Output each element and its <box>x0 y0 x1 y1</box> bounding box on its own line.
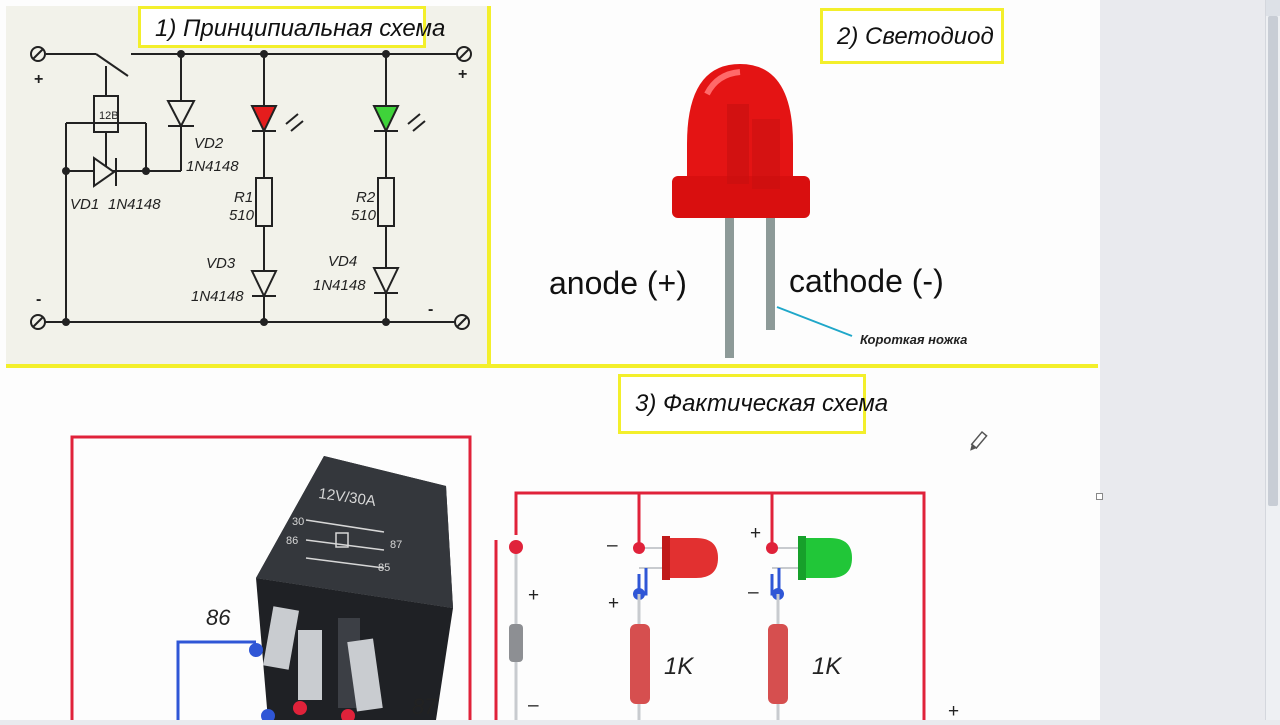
schematic-title: 1) Принципиальная схема <box>138 6 445 48</box>
led-illustration: anode (+) cathode (-) Короткая ножка <box>549 64 967 358</box>
relay-body: 12V/30A 30 86 87 85 <box>256 456 453 720</box>
vd3-type-label: 1N4148 <box>191 288 244 305</box>
resize-handle[interactable] <box>1096 493 1103 500</box>
r2-label: R2 <box>356 189 376 206</box>
wiring-diagram: 12V/30A 30 86 87 85 <box>70 430 988 723</box>
r2-value-label: 510 <box>351 207 377 224</box>
vd4-label: VD4 <box>328 253 357 270</box>
plus-label-c: + <box>750 523 761 544</box>
led-title: 2) Светодиод <box>820 8 1004 64</box>
horizontal-divider <box>6 364 1098 368</box>
led-anode-leg <box>725 214 734 358</box>
vd4-type-label: 1N4148 <box>313 277 366 294</box>
anode-label: anode (+) <box>549 265 687 301</box>
green-led-symbol <box>372 105 400 134</box>
plus-label-d: + <box>948 701 959 720</box>
terminal-30-dot <box>293 701 307 715</box>
terminal-86-dot <box>249 643 263 657</box>
cathode-label: cathode (-) <box>789 263 944 299</box>
resistor-1 <box>630 624 650 704</box>
pin85-body-label: 85 <box>378 562 390 574</box>
pencil-cursor-icon <box>970 430 988 451</box>
r1-value-label: 510 <box>229 207 255 224</box>
pin87-label: 87 <box>412 694 437 719</box>
led-cathode-leg <box>766 214 775 330</box>
plus-label-a: + <box>528 585 539 606</box>
minus-label-b: – <box>748 582 759 603</box>
pin87-body-label: 87 <box>390 539 402 551</box>
minus-label-a: – <box>607 535 618 556</box>
resistor-2 <box>768 624 788 704</box>
short-leg-label: Короткая ножка <box>860 332 967 347</box>
minus-left-label: - <box>36 291 41 308</box>
plus-right-label: + <box>458 66 467 83</box>
resistor-2-label: 1K <box>812 653 842 680</box>
pin86-label: 86 <box>206 605 231 630</box>
video-frame: 12В VD1 1N4148 VD2 1N4148 R1 510 R2 510 … <box>0 0 1100 723</box>
red-led-symbol <box>250 105 278 134</box>
vertical-scrollbar[interactable] <box>1265 0 1280 720</box>
vd3-label: VD3 <box>206 255 236 272</box>
short-leg-pointer <box>776 306 853 337</box>
r1-label: R1 <box>234 189 253 206</box>
pin86-body-label: 86 <box>286 535 298 547</box>
blue-wire-86 <box>176 640 256 720</box>
led-panel: anode (+) cathode (-) Короткая ножка <box>492 64 1092 362</box>
relay-frame-wire <box>70 435 472 720</box>
pin30-label: 30 <box>292 516 304 528</box>
vd2-label: VD2 <box>194 135 224 152</box>
schematic-panel: 12В VD1 1N4148 VD2 1N4148 R1 510 R2 510 … <box>6 6 488 364</box>
scroll-up-button[interactable] <box>1266 0 1280 16</box>
vd2-type-label: 1N4148 <box>186 158 239 175</box>
relay-voltage-label: 12В <box>99 110 119 122</box>
minus-right-label: - <box>428 301 433 318</box>
diode-top-dot <box>509 540 523 554</box>
top-red-wire <box>514 491 926 720</box>
scroll-thumb[interactable] <box>1268 16 1278 506</box>
schematic-diagram: 12В VD1 1N4148 VD2 1N4148 R1 510 R2 510 … <box>30 46 472 330</box>
minus-label-c: – <box>528 695 539 716</box>
diode-body <box>509 624 523 662</box>
red-led-component <box>639 536 718 580</box>
vd1-label: VD1 <box>70 196 99 213</box>
actual-panel: 12V/30A 30 86 87 85 <box>6 368 1098 723</box>
vd1-type-label: 1N4148 <box>108 196 161 213</box>
plus-left-label: + <box>34 71 43 88</box>
actual-title: 3) Фактическая схема <box>618 374 888 434</box>
resistor-1-label: 1K <box>664 653 694 680</box>
vertical-divider <box>487 6 491 366</box>
plus-label-b: + <box>608 593 619 614</box>
green-led-component <box>772 536 852 580</box>
